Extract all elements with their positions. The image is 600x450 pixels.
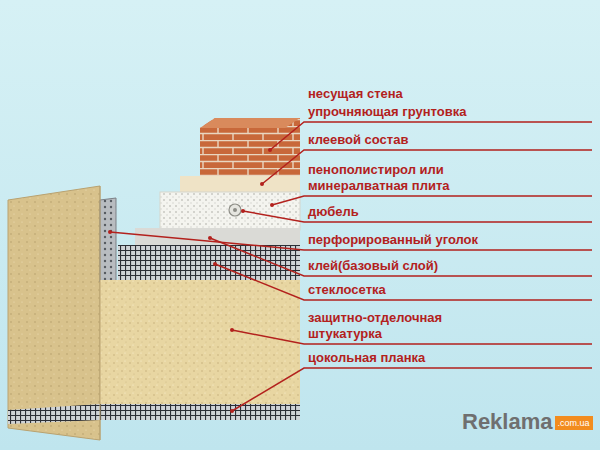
layer-label: пенополистирол или минералватная плита <box>308 162 476 194</box>
layer-label: перфорированный уголок <box>308 232 478 248</box>
layer-label: стеклосетка <box>308 282 386 298</box>
layer-label: клеевой состав <box>308 132 408 148</box>
watermark: Reklama <box>462 410 553 434</box>
layer-label: дюбель <box>308 204 359 220</box>
layer-label: клей(базовый слой) <box>308 258 438 274</box>
layer-label: упрочняющая грунтовка <box>308 104 466 120</box>
layer-label: цокольная планка <box>308 350 425 366</box>
layer-label: несущая стена <box>308 86 403 102</box>
watermark-domain: .com.ua <box>555 416 593 430</box>
layer-label: защитно-отделочная штукатурка <box>308 310 476 342</box>
